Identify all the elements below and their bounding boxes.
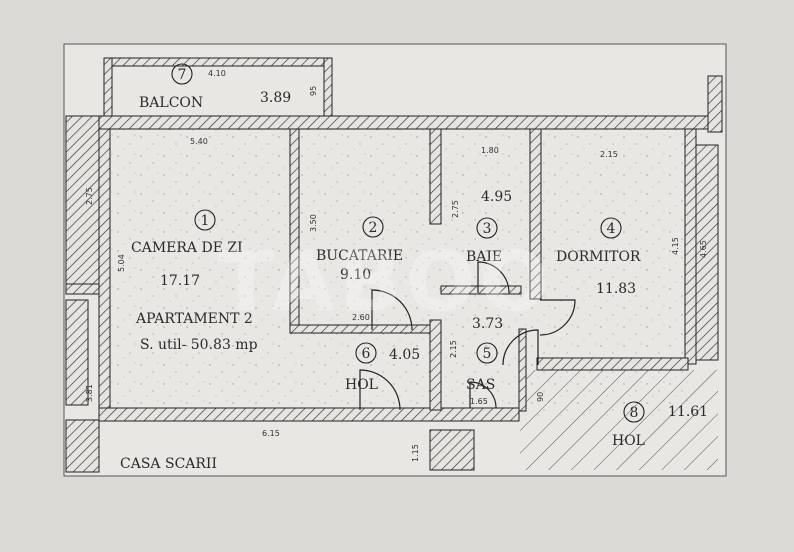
room-name-baie: BAIE [466,249,502,265]
room-number-7: 7 [178,67,187,83]
dim-bottom-height: 1.15 [411,444,420,462]
dim-bucatarie-width: 2.60 [352,313,370,322]
balcony-walls [103,57,333,117]
room-number-6: 6 [362,346,371,362]
dim-sas-depth: 90 [536,392,545,402]
room-area-baie: 4.95 [481,189,512,205]
room-area-bucatarie: 9.10 [340,267,371,283]
room-area-hol: 4.05 [389,347,420,363]
room-name-camera: CAMERA DE ZI [131,240,243,256]
room-area-dormitor: 11.83 [596,281,636,297]
room-area-camera: 17.17 [160,273,200,289]
room-name-balcon: BALCON [139,95,203,111]
dim-dormitor-width: 2.15 [600,150,618,159]
room-name-dormitor: DORMITOR [556,249,641,265]
dim-sas-width: 1.65 [470,397,488,406]
stairwell-label: CASA SCARII [120,456,217,472]
room-name-hol-common: HOL [612,433,645,449]
common-hallway-area [520,370,718,470]
dim-hol-height: 2.15 [449,340,458,358]
room-number-3: 3 [483,221,492,237]
dim-camera-side: 2.75 [85,187,94,205]
dim-camera-width: 5.40 [190,137,208,146]
walls [65,75,723,473]
door-swings [359,261,576,411]
room-area-hol-common: 11.61 [668,404,708,420]
dim-left-small: 3.81 [85,384,94,402]
room-number-2: 2 [369,220,378,236]
dim-balcon-depth: 95 [309,86,318,96]
room-number-1: 1 [201,213,210,229]
dim-bucatarie-height: 3.50 [309,214,318,232]
watermark-logo: TABOO [218,235,553,330]
room-number-8: 8 [630,405,639,421]
dim-right-height: 4.65 [699,240,708,258]
dim-camera-height: 5.04 [117,254,126,272]
apartment-useful-area: S. util- 50.83 mp [140,337,258,353]
dim-baie-height: 2.75 [451,200,460,218]
room-name-bucatarie: BUCATARIE [316,248,403,264]
apartment-title: APARTAMENT 2 [135,311,253,327]
room-area-sas: 3.73 [472,316,503,332]
room-number-markers [171,63,645,423]
room-area-balcon: 3.89 [260,90,291,106]
dim-baie-width: 1.80 [481,146,499,155]
room-name-sas: SAS [466,377,495,393]
dim-bottom-width: 6.15 [262,429,280,438]
dim-balcon-width: 4.10 [208,69,226,78]
dim-dormitor-height: 4.15 [671,237,680,255]
room-name-hol: HOL [345,377,378,393]
room-number-4: 4 [607,221,616,237]
room-number-5: 5 [483,346,492,362]
